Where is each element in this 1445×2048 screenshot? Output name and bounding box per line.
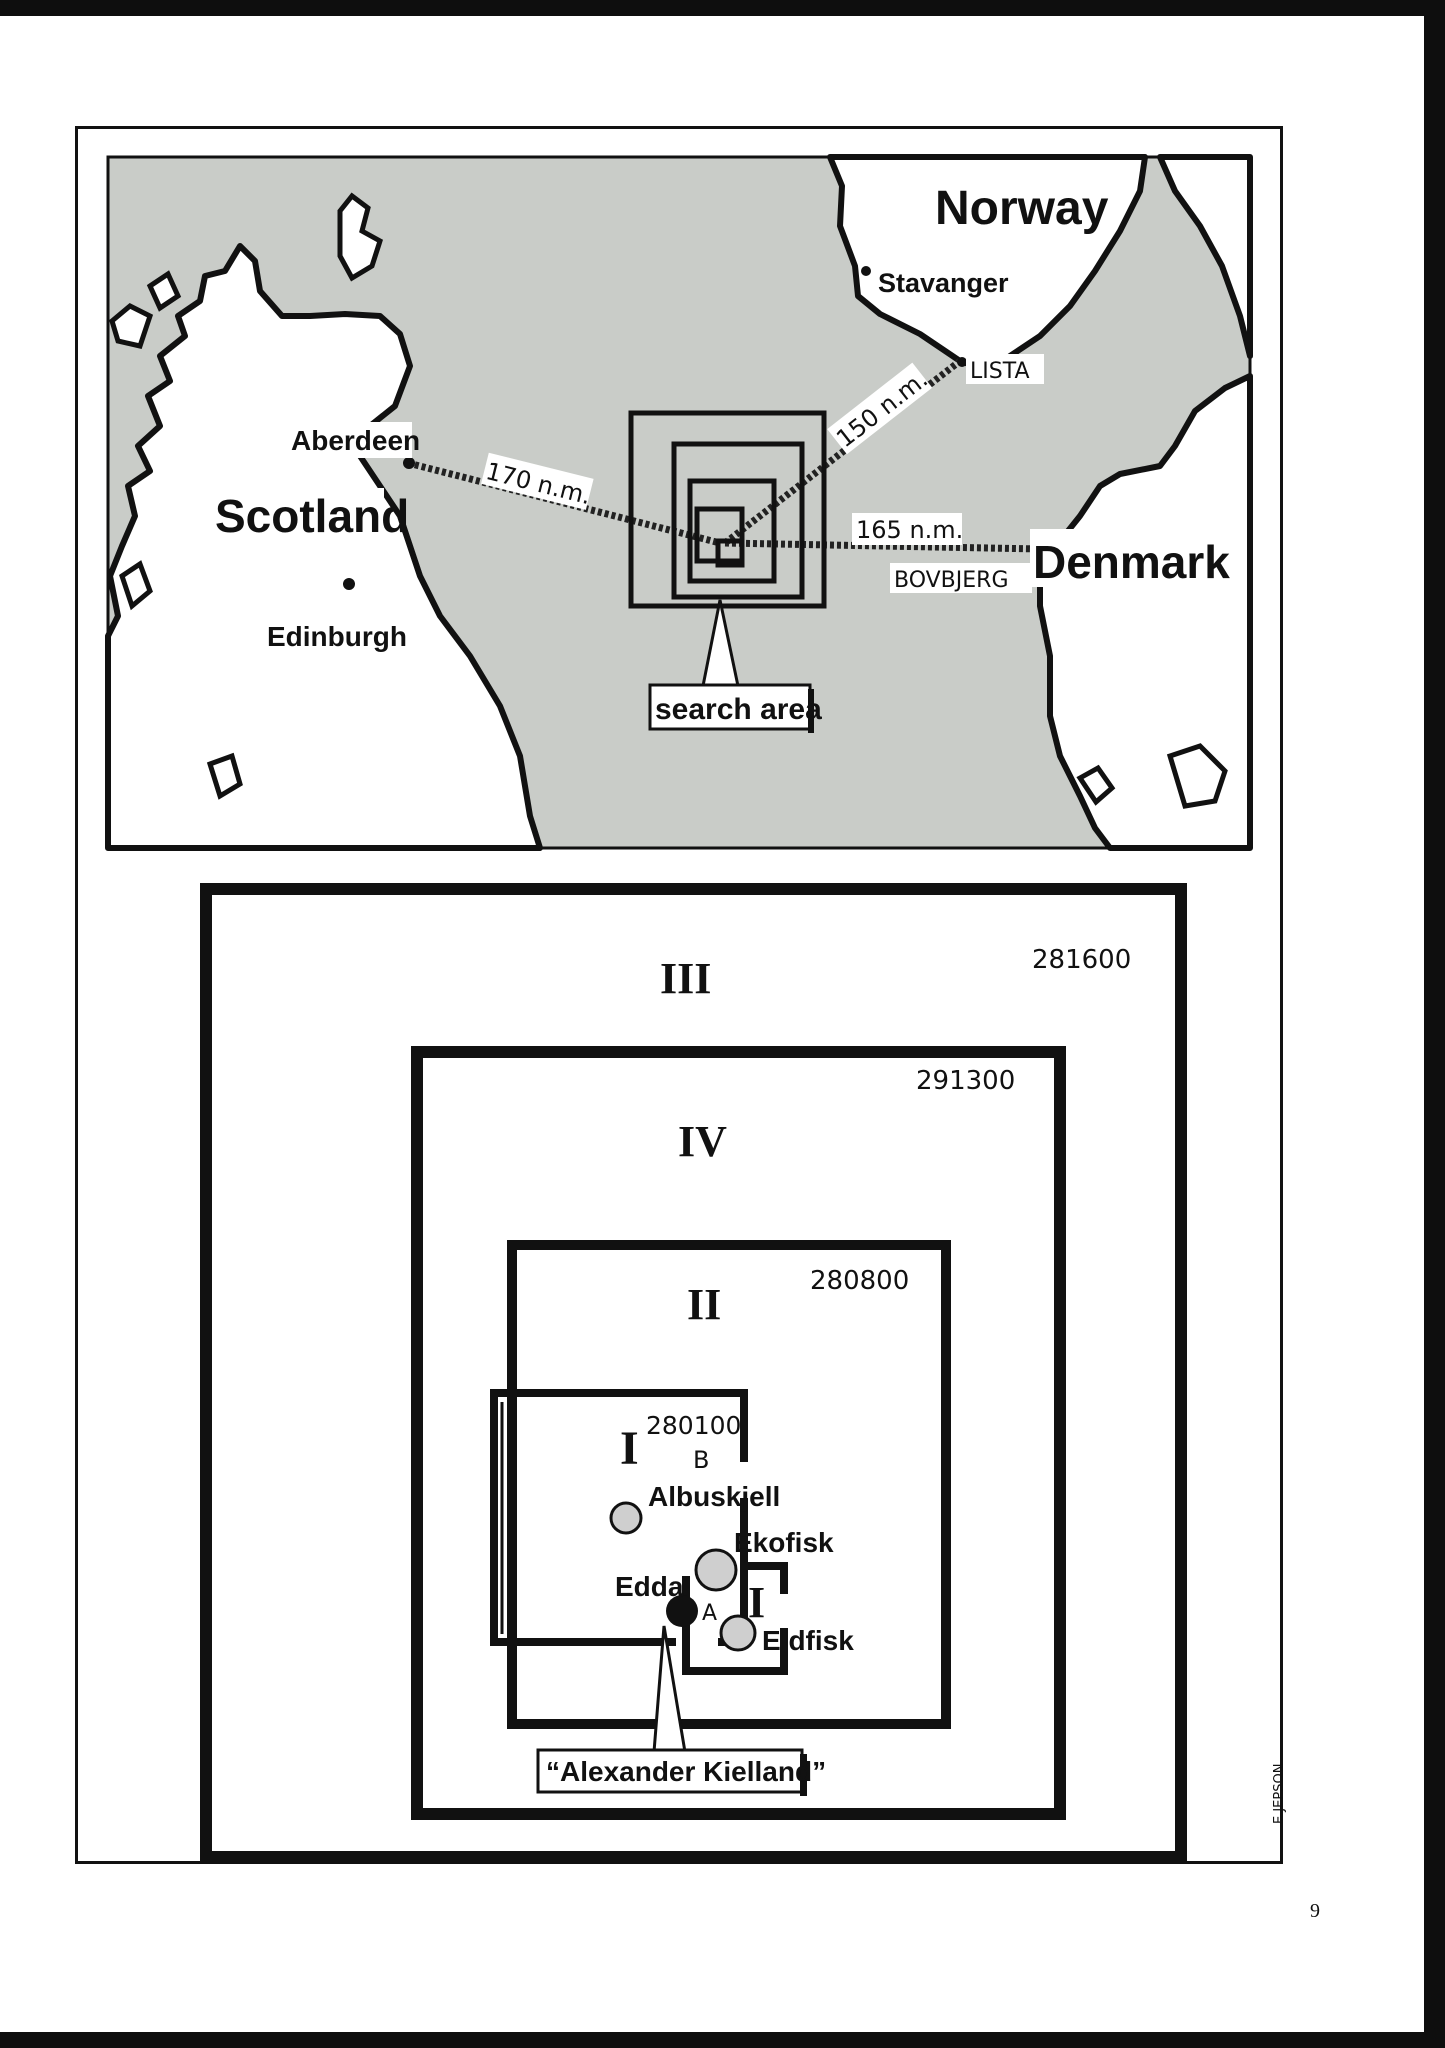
label-aberdeen: Aberdeen <box>291 425 420 456</box>
label-distance-bovbjerg: 165 n.m. <box>856 516 963 544</box>
zone-iii-roman: III <box>660 954 711 1003</box>
wreck-label-shadow <box>800 1754 807 1796</box>
label-alexander-kielland: “Alexander Kielland” <box>546 1756 826 1787</box>
search-area-label-shadow <box>808 689 814 733</box>
zone-iv-roman: IV <box>678 1117 727 1166</box>
island-west-1 <box>109 303 154 349</box>
label-albuskjell: Albuskjell <box>648 1481 780 1512</box>
island-north-2 <box>146 270 182 312</box>
ekofisk-marker <box>694 1548 738 1592</box>
label-scotland: Scotland <box>215 490 409 542</box>
zone-iv-box <box>411 1046 1066 1820</box>
artist-credit: E JEPSON <box>1272 1763 1287 1824</box>
island-west-2 <box>119 560 153 611</box>
norway-coast-east <box>1157 154 1253 359</box>
marker-a: A <box>702 1601 717 1626</box>
search-area-squares <box>628 410 827 609</box>
label-lista: LISTA <box>970 359 1030 384</box>
bovbjerg-label-box <box>890 563 1032 593</box>
zone-ii-code: 280800 <box>810 1266 909 1296</box>
lista-label-box <box>966 354 1044 384</box>
denmark-label-box <box>1030 529 1212 587</box>
label-stavanger: Stavanger <box>878 268 1009 298</box>
map-panel: Norway Stavanger LISTA Aberdeen Scotland… <box>105 154 1253 851</box>
zone-i-code: 280100 <box>646 1411 741 1440</box>
zone-ii-box <box>507 1240 951 1729</box>
detail-panel: 281600 III 291300 IV 280800 II 280100 I … <box>200 883 1187 1863</box>
zone-iii-box <box>200 883 1187 1863</box>
zone-ii-roman: II <box>687 1280 721 1329</box>
stavanger-dot <box>861 266 871 276</box>
albuskjell-marker <box>609 1501 643 1535</box>
bovbjerg-distance-box <box>852 513 962 545</box>
label-norway: Norway <box>935 182 1109 235</box>
eldfisk-marker <box>719 1614 757 1652</box>
page-number: 9 <box>1310 1900 1320 1922</box>
denmark-island-2 <box>1076 764 1116 806</box>
island-west-3 <box>206 752 243 800</box>
island-north <box>337 192 384 282</box>
label-search-area: search area <box>655 693 822 726</box>
label-denmark: Denmark <box>1033 536 1230 588</box>
zone-iv-code: 291300 <box>916 1066 1015 1096</box>
label-ekofisk: Ekofisk <box>734 1527 834 1558</box>
distance-line-bovbjerg <box>724 539 1041 553</box>
edinburgh-label-box <box>262 617 396 655</box>
zone-i-roman: I <box>620 1422 639 1475</box>
zone-iii-code: 281600 <box>1032 945 1131 975</box>
aberdeen-dot <box>403 457 415 469</box>
label-edda: Edda <box>615 1571 684 1602</box>
lista-dot <box>957 357 967 367</box>
denmark-island <box>1166 743 1228 809</box>
label-bovbjerg: BOVBJERG <box>894 568 1009 593</box>
label-edinburgh: Edinburgh <box>267 621 407 652</box>
edda-marker <box>666 1595 698 1627</box>
search-area-label-box <box>648 683 812 731</box>
edinburgh-dot <box>343 578 355 590</box>
wreck-label-box <box>536 1748 804 1794</box>
page: Norway Stavanger LISTA Aberdeen Scotland… <box>0 16 1424 2032</box>
scotland-label-box <box>212 488 384 540</box>
marker-b: B <box>693 1446 709 1474</box>
figure-svg: Norway Stavanger LISTA Aberdeen Scotland… <box>105 154 1253 1863</box>
scotland-landmass <box>105 243 543 851</box>
label-eldfisk: Eldfisk <box>762 1625 854 1656</box>
zone-i-secondary-roman: I <box>748 1578 765 1627</box>
aberdeen-label-box <box>286 422 412 458</box>
